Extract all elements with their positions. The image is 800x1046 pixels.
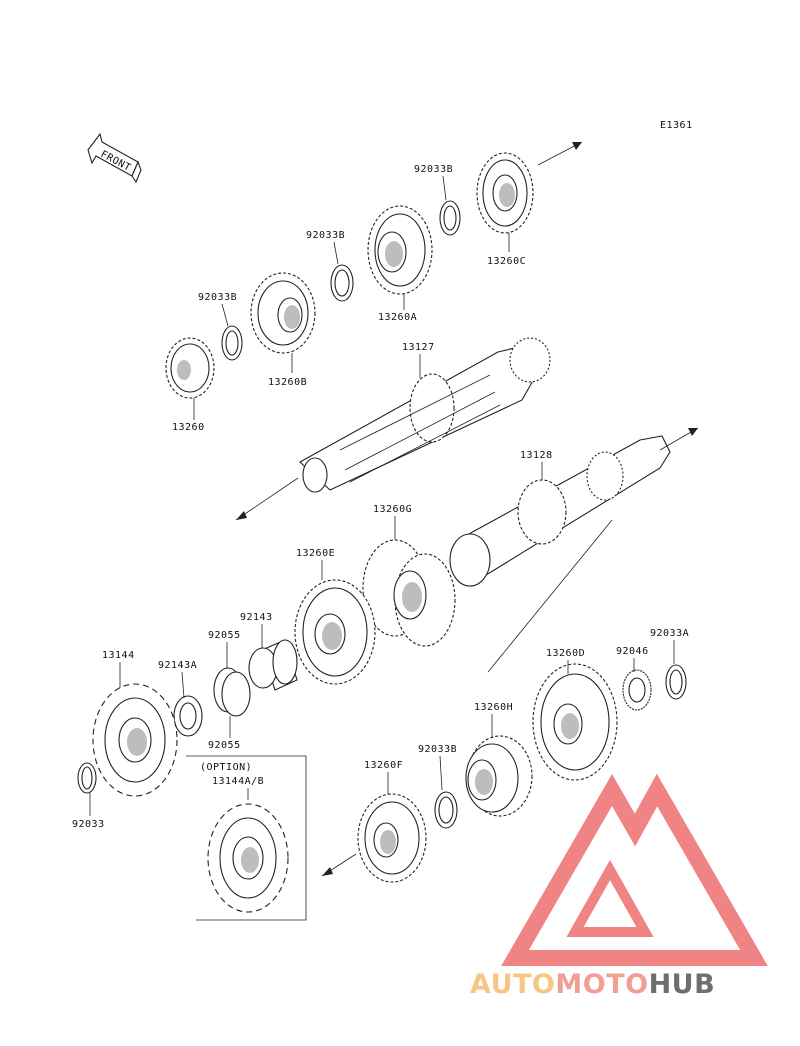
watermark-logo-icon <box>501 773 768 966</box>
label-92033: 92033 <box>72 819 105 830</box>
label-13260D: 13260D <box>546 648 585 659</box>
option-box: (OPTION) 13144A/B <box>186 755 307 921</box>
arrow-head <box>572 142 582 150</box>
label-92143: 92143 <box>240 612 273 623</box>
gear-13260C <box>476 152 534 234</box>
label-92046: 92046 <box>616 646 649 657</box>
label-92033B-1: 92033B <box>414 164 453 175</box>
label-92033B-2: 92033B <box>306 230 345 241</box>
option-label: (OPTION) <box>200 762 252 773</box>
label-13260C: 13260C <box>487 256 526 267</box>
label-92033B-4: 92033B <box>418 744 457 755</box>
gear-13260F <box>357 793 427 883</box>
label-13260F: 13260F <box>364 760 403 771</box>
label-13144: 13144 <box>102 650 135 661</box>
label-13260H: 13260H <box>474 702 513 713</box>
shaft-13127 <box>299 337 551 493</box>
label-92055-top: 92055 <box>208 630 241 641</box>
circlip-92033B-3 <box>221 325 243 361</box>
label-13128: 13128 <box>520 450 553 461</box>
bearing-92046 <box>622 669 652 711</box>
label-13127: 13127 <box>402 342 435 353</box>
label-92143A: 92143A <box>158 660 197 671</box>
circlip-92033B-1 <box>439 200 461 236</box>
gear-13260A <box>367 205 433 295</box>
label-13260A: 13260A <box>378 312 417 323</box>
label-13260: 13260 <box>172 422 205 433</box>
diagram-code: E1361 <box>660 120 693 131</box>
front-arrow-icon: FRONT <box>87 132 142 184</box>
gear-13260E <box>294 579 376 685</box>
sprocket-13144 <box>92 683 178 797</box>
circlip-92033B-2 <box>330 264 354 302</box>
label-13144AB: 13144A/B <box>212 776 264 787</box>
label-92033A: 92033A <box>650 628 689 639</box>
oring-92055 <box>213 667 251 717</box>
label-92033B-3: 92033B <box>198 292 237 303</box>
label-92055-bottom: 92055 <box>208 740 241 751</box>
circlip-92033A <box>665 664 687 700</box>
circlip-92033B-4 <box>434 791 458 829</box>
watermark-part2: MOTO <box>555 969 648 1000</box>
gear-13260B <box>250 272 316 354</box>
gear-13260 <box>165 337 215 399</box>
label-13260E: 13260E <box>296 548 335 559</box>
watermark-part3: HUB <box>649 969 716 1000</box>
gear-13260G <box>362 539 456 647</box>
collar-92143A <box>173 695 203 737</box>
label-13260G: 13260G <box>373 504 412 515</box>
watermark-part1: AUTO <box>470 969 555 1000</box>
label-13260B: 13260B <box>268 377 307 388</box>
gear-13260H <box>465 735 533 817</box>
watermark-text: AUTOMOTOHUB <box>470 969 715 1000</box>
bushing-92143 <box>248 639 298 691</box>
shaft-13128 <box>449 435 671 587</box>
gear-13260D <box>532 663 618 781</box>
circlip-92033 <box>77 762 97 794</box>
